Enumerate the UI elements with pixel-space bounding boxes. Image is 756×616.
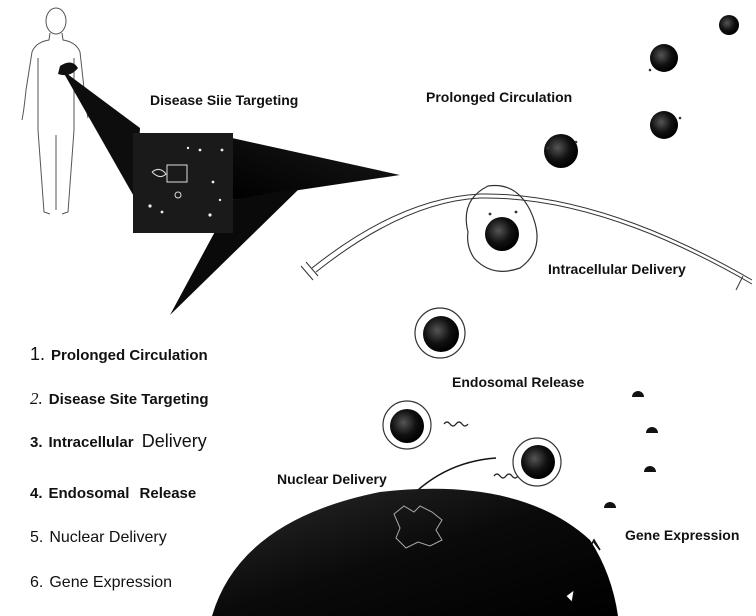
label-gene-expression: Gene Expression bbox=[625, 528, 739, 542]
step-text-emphasis: Delivery bbox=[142, 431, 207, 451]
step-text: Endosomal Release bbox=[49, 485, 197, 502]
step-number: 2. bbox=[30, 390, 43, 407]
label-intracellular-delivery: Intracellular Delivery bbox=[548, 262, 686, 276]
released-particles bbox=[604, 391, 658, 508]
step-item-4: 4. Endosomal Release bbox=[30, 486, 196, 501]
label-nuclear-delivery: Nuclear Delivery bbox=[277, 472, 387, 486]
label-disease-site-targeting: Disease Siie Targeting bbox=[150, 93, 298, 107]
step-item-3: 3. Intracellular Delivery bbox=[30, 432, 207, 450]
circulating-particles bbox=[544, 15, 739, 168]
endosome-3 bbox=[513, 438, 561, 486]
step-text: Disease Site Targeting bbox=[49, 391, 209, 408]
human-figure-icon bbox=[22, 8, 88, 214]
dna-squiggle-icon bbox=[444, 422, 468, 426]
dna-squiggle-icon bbox=[494, 474, 518, 478]
step-number: 3. bbox=[30, 435, 43, 450]
endosome-1 bbox=[415, 308, 465, 358]
label-endosomal-release: Endosomal Release bbox=[452, 375, 584, 389]
step-number: 1. bbox=[30, 345, 45, 363]
step-item-6: 6. Gene Expression bbox=[30, 575, 172, 591]
endosome-2 bbox=[383, 401, 431, 449]
step-text: Gene Expression bbox=[49, 574, 172, 591]
step-text: Prolonged Circulation bbox=[51, 347, 208, 364]
step-number: 4. bbox=[30, 486, 43, 501]
step-item-5: 5. Nuclear Delivery bbox=[30, 530, 167, 546]
label-prolonged-circulation: Prolonged Circulation bbox=[426, 90, 572, 104]
step-item-1: 1. Prolonged Circulation bbox=[30, 345, 208, 363]
step-number: 5. bbox=[30, 530, 43, 546]
tissue-inset bbox=[133, 133, 233, 233]
nucleus bbox=[212, 489, 618, 616]
step-text: Nuclear Delivery bbox=[49, 529, 166, 546]
step-number: 6. bbox=[30, 575, 43, 591]
step-item-2: 2. Disease Site Targeting bbox=[30, 390, 209, 407]
step-text: Intracellular bbox=[49, 434, 134, 451]
